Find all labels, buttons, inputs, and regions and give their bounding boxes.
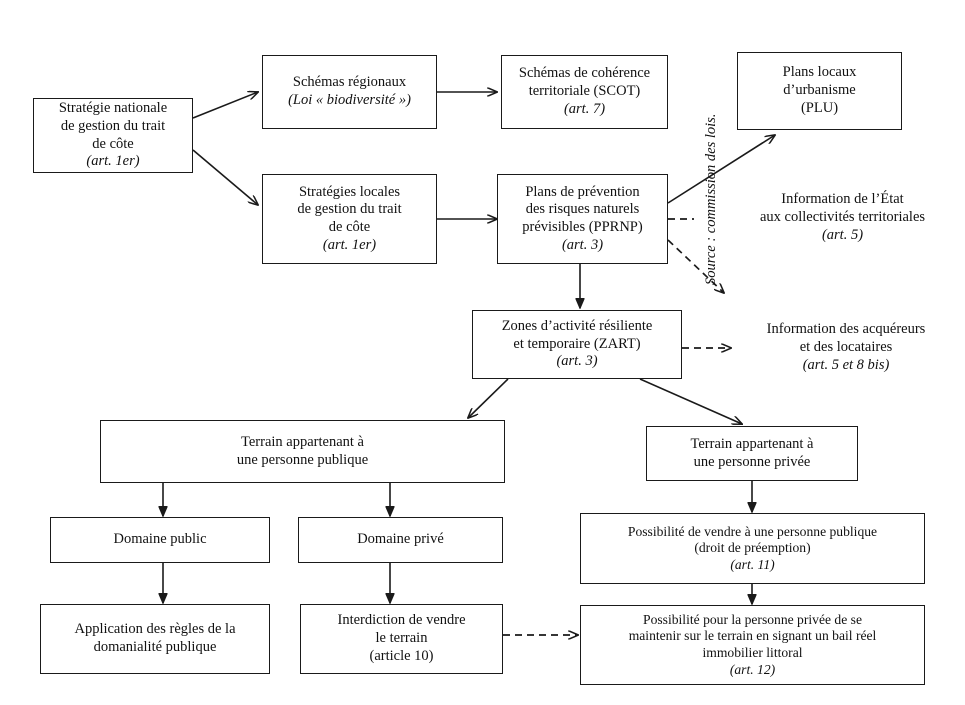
annotation-information-acquereurs: Information des acquéreurs et des locata…: [735, 320, 957, 374]
edge-zart-to-terrain-prive: [639, 378, 742, 424]
node-line: de gestion du trait: [297, 201, 402, 218]
annotation-line: Information des acquéreurs: [766, 321, 926, 337]
node-line: territoriale (SCOT): [528, 83, 641, 100]
node-article-ref: (art. 3): [561, 236, 604, 253]
node-line: Domaine public: [113, 531, 207, 548]
node-line: de côte: [328, 219, 371, 235]
node-line: Plans de prévention: [525, 183, 640, 200]
node-line: (article 10): [369, 647, 434, 664]
node-line: immobilier littoral: [702, 645, 803, 660]
annotation-line: aux collectivités territoriales: [759, 209, 926, 226]
node-interdiction-vendre[interactable]: Interdiction de vendre le terrain (artic…: [300, 604, 503, 674]
edge-pprnp-to-plu: [667, 135, 775, 204]
node-article-ref: (art. 1er): [86, 153, 140, 170]
edge-strategie-to-schemas: [192, 92, 258, 119]
node-line: Stratégie nationale: [58, 100, 168, 117]
annotation-line: Information de l’État: [781, 191, 904, 207]
node-strategie-nationale[interactable]: Stratégie nationale de gestion du trait …: [33, 98, 193, 173]
node-vendre-personne-publique[interactable]: Possibilité de vendre à une personne pub…: [580, 513, 925, 584]
annotation-article-ref: (art. 5 et 8 bis): [802, 357, 890, 374]
node-bail-reel-immobilier[interactable]: Possibilité pour la personne privée de s…: [580, 605, 925, 685]
node-strategies-locales[interactable]: Stratégies locales de gestion du trait d…: [262, 174, 437, 264]
annotation-article-ref: (art. 5): [821, 227, 864, 244]
node-line: (PLU): [800, 99, 839, 116]
node-plu[interactable]: Plans locaux d’urbanisme (PLU): [737, 52, 902, 130]
node-terrain-prive[interactable]: Terrain appartenant à une personne privé…: [646, 426, 858, 481]
node-article-ref: (Loi « biodiversité »): [288, 92, 411, 108]
node-line: de côte: [92, 135, 134, 152]
node-line: Domaine privé: [357, 531, 444, 548]
annotation-information-etat: Information de l’État aux collectivités …: [735, 190, 950, 244]
node-article-ref: (art. 1er): [322, 236, 377, 253]
node-line: Plans locaux: [782, 64, 857, 81]
node-terrain-public[interactable]: Terrain appartenant à une personne publi…: [100, 420, 505, 483]
node-domaine-public[interactable]: Domaine public: [50, 517, 270, 563]
source-note: Source : commission des lois.: [703, 113, 719, 285]
node-domaine-prive[interactable]: Domaine privé: [298, 517, 503, 563]
node-line: Application des règles de la: [74, 621, 236, 638]
node-line: une personne publique: [236, 451, 369, 468]
node-line: Terrain appartenant à: [241, 433, 364, 450]
node-line: prévisibles (PPRNP): [522, 219, 643, 235]
node-line: Schémas régionaux: [292, 74, 407, 91]
node-scot[interactable]: Schémas de cohérence territoriale (SCOT)…: [501, 55, 668, 129]
node-line: Terrain appartenant à: [690, 435, 814, 452]
node-line: domanialité publique: [93, 639, 217, 655]
node-line: de gestion du trait: [60, 117, 166, 134]
node-zart[interactable]: Zones d’activité résiliente et temporair…: [472, 310, 682, 379]
node-article-ref: (art. 11): [730, 556, 775, 572]
node-pprnp[interactable]: Plans de prévention des risques naturels…: [497, 174, 668, 264]
node-domanialite-publique[interactable]: Application des règles de la domanialité…: [40, 604, 270, 674]
node-line: Stratégies locales: [298, 183, 401, 200]
node-line: le terrain: [375, 630, 428, 647]
node-line: Zones d’activité résiliente: [501, 317, 653, 334]
annotation-line: et des locataires: [799, 339, 893, 356]
node-line: des risques naturels: [525, 201, 640, 218]
node-article-ref: (art. 3): [556, 353, 598, 370]
node-line: (droit de préemption): [694, 540, 811, 556]
node-line: et temporaire (ZART): [513, 335, 641, 352]
node-line: Possibilité pour la personne privée de s…: [643, 611, 862, 627]
node-line: d’urbanisme: [783, 82, 856, 99]
node-line: Schémas de cohérence: [518, 65, 651, 82]
node-line: Possibilité de vendre à une personne pub…: [627, 523, 878, 539]
node-article-ref: (art. 12): [729, 661, 776, 677]
edge-pprnp-to-information-etat: [667, 239, 724, 293]
edge-strategie-to-strategies-locales: [192, 149, 258, 205]
node-article-ref: (art. 7): [563, 100, 606, 117]
node-schemas-regionaux[interactable]: Schémas régionaux (Loi « biodiversité »): [262, 55, 437, 129]
node-line: une personne privée: [693, 453, 811, 470]
edge-zart-to-terrain-public: [468, 378, 509, 418]
node-line: Interdiction de vendre: [337, 612, 466, 629]
node-line: maintenir sur le terrain en signant un b…: [628, 628, 877, 644]
